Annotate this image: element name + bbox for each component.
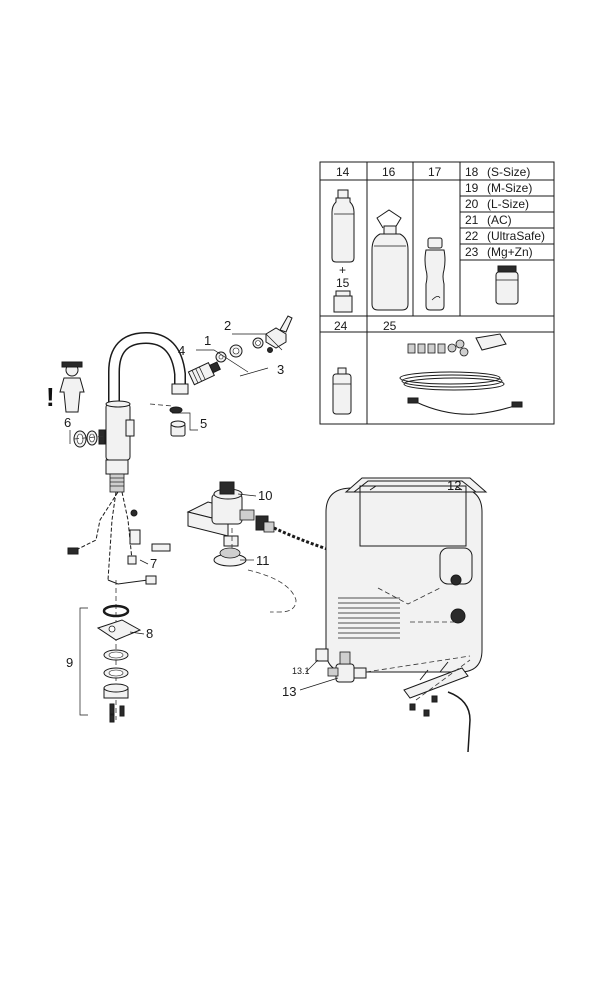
callout-11: 11 bbox=[256, 553, 270, 568]
co2-cylinder-small-icon bbox=[331, 189, 355, 263]
filter-19-num: 19 bbox=[465, 181, 479, 195]
leader-10 bbox=[237, 493, 257, 497]
o-rings bbox=[73, 429, 107, 448]
callout-1: 1 bbox=[204, 333, 211, 348]
mounting-set bbox=[96, 580, 142, 723]
leader-7 bbox=[139, 559, 149, 565]
leader-2 bbox=[232, 333, 283, 351]
leader-8 bbox=[129, 631, 145, 635]
header-17: 17 bbox=[428, 165, 442, 179]
filter-23-num: 23 bbox=[465, 245, 479, 259]
filter-list: 18 (S-Size) 19 (M-Size) 20 (L-Size) 21 (… bbox=[465, 165, 545, 259]
hose-kit-icon bbox=[399, 333, 523, 415]
bottle-icon bbox=[424, 237, 446, 311]
filter-20-label: (L-Size) bbox=[487, 197, 529, 211]
filter-22-num: 22 bbox=[465, 229, 479, 243]
co2-cylinder-large-icon bbox=[371, 209, 409, 311]
filter-19-label: (M-Size) bbox=[487, 181, 532, 195]
mount-bracket bbox=[403, 659, 471, 753]
callout-2: 2 bbox=[224, 318, 231, 333]
callout-13: 13 bbox=[282, 684, 296, 699]
chiller-unit bbox=[325, 477, 488, 673]
chiller-vents bbox=[338, 597, 400, 639]
header-14: 14 bbox=[336, 165, 350, 179]
callout-7: 7 bbox=[150, 556, 157, 571]
valve-unit bbox=[186, 481, 331, 613]
header-24: 24 bbox=[334, 319, 348, 333]
leader-13 bbox=[299, 677, 339, 691]
accessory-table: 14 16 17 24 25 18 (S-Size) 19 (M-Size) 2… bbox=[319, 161, 555, 425]
installer-warning-icon: ! bbox=[46, 361, 85, 413]
callout-10: 10 bbox=[258, 488, 272, 503]
callout-13-1: 13.1 bbox=[292, 666, 310, 676]
angle-valve bbox=[315, 648, 471, 683]
faucet-assembly bbox=[105, 331, 189, 493]
header-16: 16 bbox=[382, 165, 396, 179]
leader-1 bbox=[196, 349, 249, 373]
callout-6: 6 bbox=[64, 415, 71, 430]
adapter-icon bbox=[333, 290, 353, 313]
warning-mark: ! bbox=[46, 382, 55, 412]
filter-23-label: (Mg+Zn) bbox=[487, 245, 533, 259]
leader-13-1 bbox=[305, 659, 319, 673]
small-bottle-icon bbox=[332, 367, 352, 415]
header-25: 25 bbox=[383, 319, 397, 333]
leader-3 bbox=[239, 367, 269, 377]
filter-18-num: 18 bbox=[465, 165, 479, 179]
filter-21-num: 21 bbox=[465, 213, 479, 227]
label-15: 15 bbox=[336, 276, 350, 290]
filter-22-label: (UltraSafe) bbox=[487, 229, 545, 243]
callout-3: 3 bbox=[277, 362, 284, 377]
callout-5: 5 bbox=[200, 416, 207, 431]
cartridge-exploded bbox=[149, 315, 293, 437]
plus-sign: + bbox=[339, 263, 346, 277]
callout-4: 4 bbox=[178, 343, 185, 358]
callout-labels: 1 2 3 4 5 6 7 8 9 10 11 12 13 13.1 bbox=[64, 318, 461, 699]
callout-8: 8 bbox=[146, 626, 153, 641]
filter-21-label: (AC) bbox=[487, 213, 512, 227]
bracket-9 bbox=[79, 607, 88, 716]
filter-18-label: (S-Size) bbox=[487, 165, 530, 179]
leader-5 bbox=[172, 412, 198, 431]
supply-hoses bbox=[67, 491, 171, 585]
callout-9: 9 bbox=[66, 655, 73, 670]
callout-12: 12 bbox=[447, 478, 461, 493]
filter-cartridge-icon bbox=[495, 265, 519, 305]
filter-20-num: 20 bbox=[465, 197, 479, 211]
